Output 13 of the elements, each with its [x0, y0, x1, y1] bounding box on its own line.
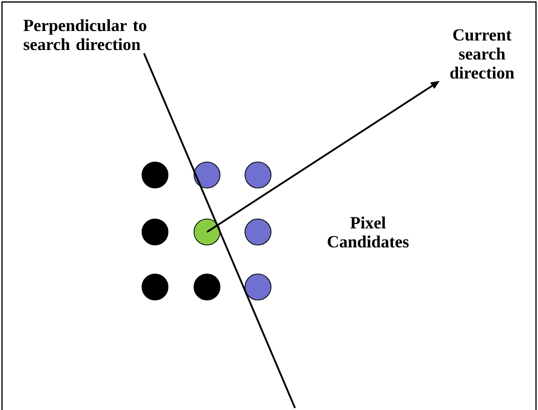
- line: [143, 53, 296, 408]
- text-label: Current search direction: [450, 29, 514, 79]
- candidate-dot: [244, 274, 272, 300]
- current-pixel-dot: [194, 218, 220, 246]
- pixel-dot: [142, 162, 168, 188]
- candidate-dot: [244, 218, 272, 246]
- candidate-dot: [244, 162, 272, 188]
- pixel-dot: [142, 218, 168, 246]
- pixel-dot: [142, 274, 168, 300]
- text-label: Perpendicular to search direction: [24, 19, 146, 50]
- text-label: Pixel Candidates: [328, 216, 409, 248]
- candidate-dot: [194, 162, 220, 188]
- pixel-dot: [194, 274, 220, 300]
